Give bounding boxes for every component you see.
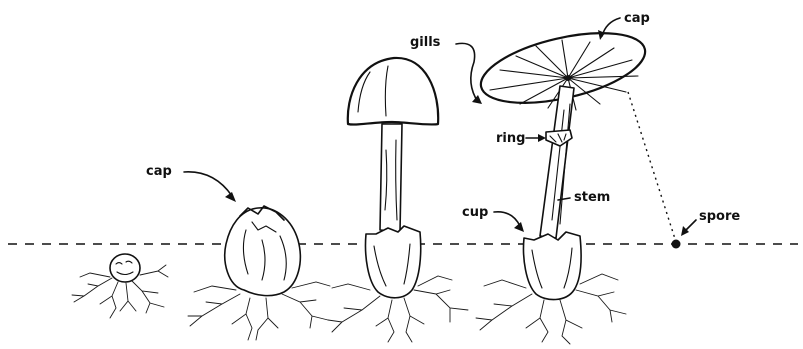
stem-label: stem: [574, 190, 610, 205]
young-stage-mushroom: [328, 58, 468, 342]
ring-label: ring: [496, 131, 525, 146]
egg-stage-mushroom: [188, 206, 330, 340]
mature-stage-mushroom: [474, 20, 651, 344]
spore-trail: [628, 92, 676, 242]
spore-label: spore: [699, 209, 740, 224]
cap-label-top: cap: [624, 11, 650, 26]
cap-label-small: cap: [146, 164, 172, 179]
cap-arrow-small: [184, 172, 232, 196]
cap-arrow-small-head: [225, 192, 236, 202]
gills-arrow-head: [472, 95, 482, 104]
gills-arrow: [456, 43, 478, 102]
gills-label: gills: [410, 35, 441, 50]
ring-arrow-head: [538, 134, 546, 142]
cup-arrow: [494, 212, 520, 226]
button-stage-mushroom: [72, 254, 168, 318]
cup-label: cup: [462, 205, 488, 220]
spore-dot: [672, 240, 681, 249]
